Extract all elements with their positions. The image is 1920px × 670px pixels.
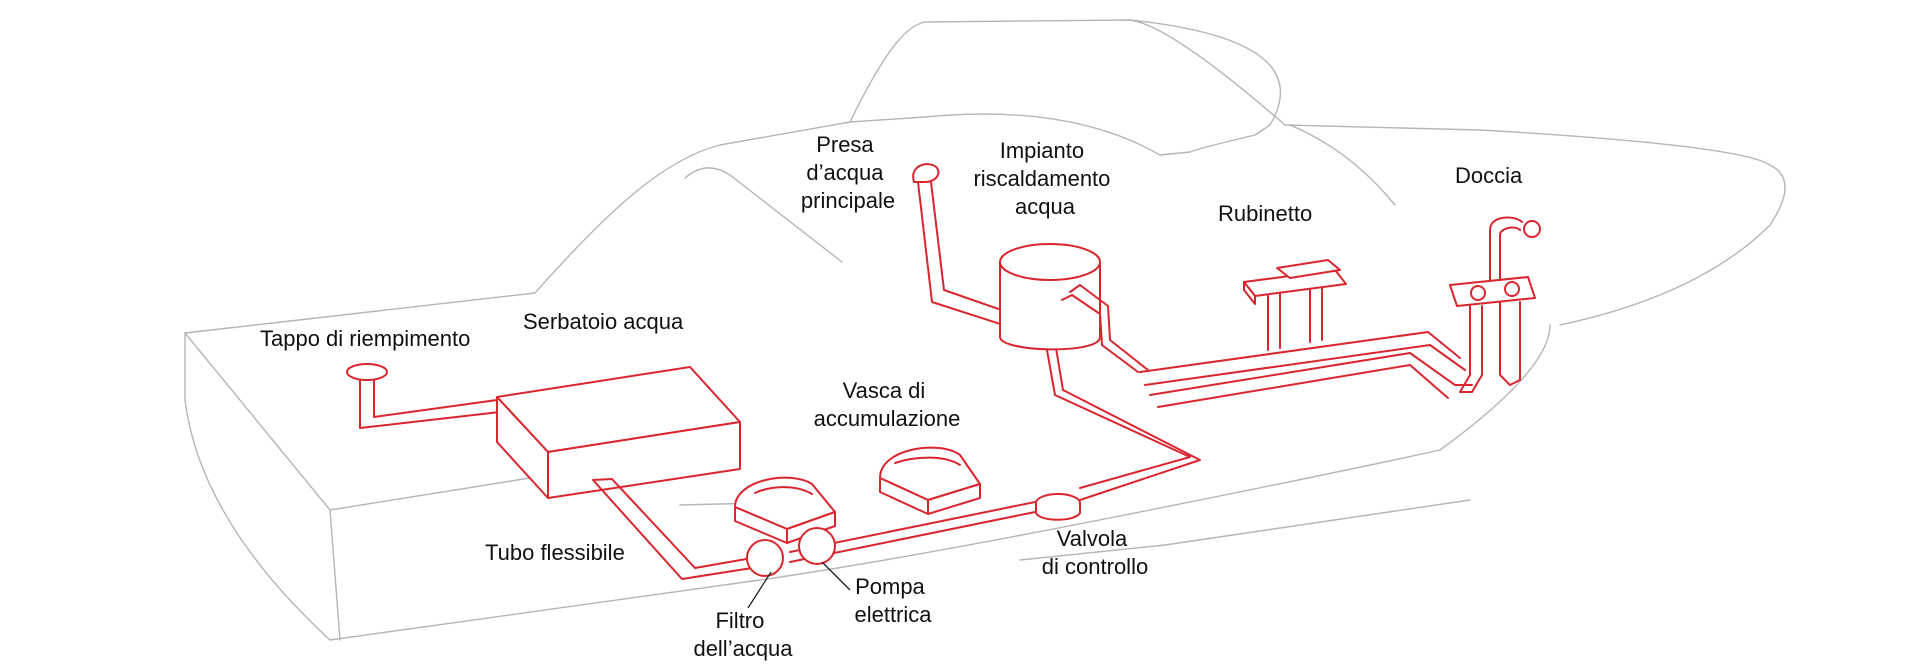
- label-water-filter: Filtro dell’acqua: [693, 608, 793, 661]
- water-filter: [746, 539, 784, 577]
- shower: [1449, 216, 1541, 393]
- hull-bow-keel: [329, 324, 1551, 641]
- flexible-hose: [592, 478, 753, 580]
- label-flexible-hose: Tubo flessibile: [485, 540, 625, 565]
- label-check-valve: Valvola di controllo: [1042, 526, 1148, 579]
- label-electric-pump: Pompa elettrica: [854, 574, 932, 627]
- water-heater: [999, 243, 1149, 373]
- fill-cap: [346, 363, 501, 429]
- faucet: [1243, 259, 1347, 351]
- hull-inner-gunwale: [684, 167, 843, 263]
- electric-pump: [798, 527, 836, 565]
- accumulation-tank: [879, 446, 981, 515]
- label-main-inlet: Presa d’acqua principale: [801, 132, 895, 213]
- hull-transom: [184, 332, 331, 641]
- pump-accumulator: [734, 476, 836, 544]
- distribution-pipes: [1139, 331, 1473, 408]
- hull-transom-front: [184, 332, 341, 641]
- label-fill-cap: Tappo di riempimento: [260, 326, 470, 351]
- hull-cabin-roof: [849, 113, 1191, 156]
- label-faucet: Rubinetto: [1218, 201, 1312, 226]
- check-valve: [1035, 493, 1081, 521]
- label-shower: Doccia: [1455, 163, 1523, 188]
- label-water-tank: Serbatoio acqua: [523, 309, 684, 334]
- water-tank: [496, 366, 741, 499]
- hull-deck-edge: [184, 19, 1786, 334]
- hull-side-window-rail: [1289, 124, 1396, 206]
- water-system: [346, 163, 1541, 580]
- filter-leader-line: [747, 571, 772, 609]
- label-accumulation-tank: Vasca di accumulazione: [814, 378, 961, 431]
- hull-cabin-top: [1129, 19, 1282, 153]
- pump-leader-line: [821, 561, 851, 591]
- labels: Tappo di riempimento Serbatoio acqua Pre…: [260, 132, 1523, 661]
- label-water-heater: Impianto riscaldamento acqua: [973, 138, 1116, 219]
